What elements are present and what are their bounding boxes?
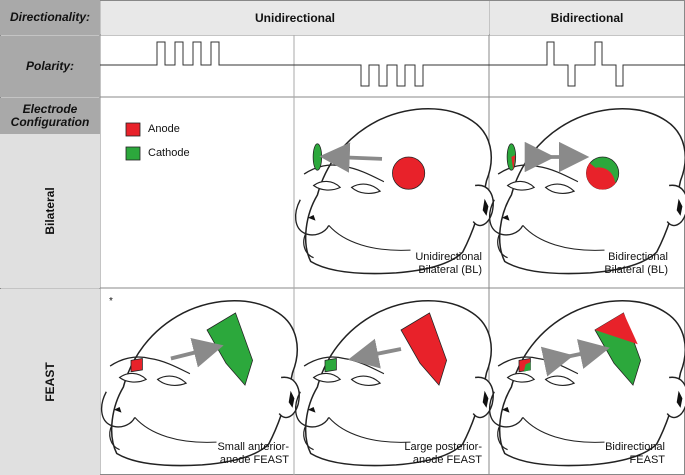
head-unidirectional-bilateral bbox=[294, 108, 494, 275]
waveform-unidirectional-negative bbox=[294, 64, 489, 87]
row-label-feast: FEAST bbox=[0, 289, 100, 475]
cathode-swatch bbox=[125, 146, 141, 161]
waveform-unidirectional-positive bbox=[100, 41, 294, 66]
head-feast-bidirectional bbox=[488, 300, 685, 467]
head-feast-large-posterior bbox=[294, 300, 494, 467]
head-feast-small-anterior bbox=[100, 300, 300, 467]
polarity-header: Polarity: bbox=[0, 36, 100, 97]
legend-anode-label: Anode bbox=[148, 123, 180, 135]
anode-swatch bbox=[125, 122, 141, 137]
legend-cathode-label: Cathode bbox=[148, 147, 190, 159]
directionality-header: Directionality: bbox=[0, 0, 100, 35]
unidirectional-header: Unidirectional bbox=[101, 1, 489, 35]
caption-small-anterior-feast: Small anterior- anode FEAST bbox=[217, 441, 289, 466]
row-label-bilateral: Bilateral bbox=[0, 134, 100, 288]
caption-unidirectional-bilateral: Unidirectional Bilateral (BL) bbox=[415, 251, 482, 276]
head-bidirectional-bilateral bbox=[488, 108, 685, 275]
caption-bidirectional-feast: Bidirectional FEAST bbox=[605, 441, 665, 466]
waveform-bidirectional bbox=[489, 41, 685, 87]
caption-large-posterior-feast: Large posterior- anode FEAST bbox=[404, 441, 482, 466]
bidirectional-header: Bidirectional bbox=[490, 1, 684, 35]
caption-bidirectional-bilateral: Bidirectional Bilateral (BL) bbox=[604, 251, 668, 276]
electrode-configuration-header: Electrode Configuration bbox=[0, 98, 100, 134]
asterisk-mark: * bbox=[109, 296, 113, 307]
